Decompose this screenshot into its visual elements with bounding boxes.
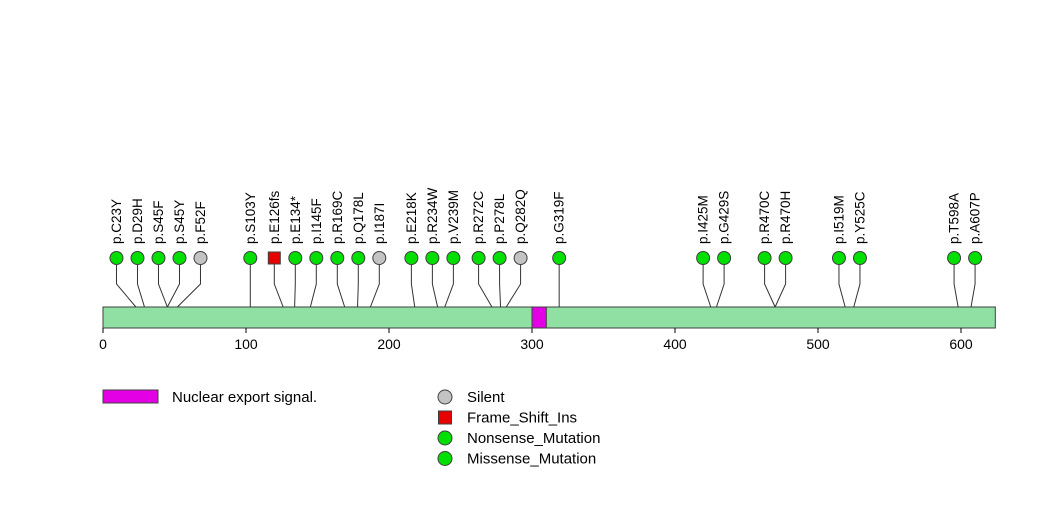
- legend-marker-nonsense_mutation: [437, 430, 453, 446]
- mutation-label: p.R470C: [757, 190, 772, 244]
- mutation-stem: [715, 264, 725, 308]
- mutation-stem: [505, 264, 522, 308]
- mutation-marker-missense_mutation: [968, 251, 983, 265]
- mutation-marker-frame_shift_ins: [267, 251, 281, 265]
- mutation-marker-missense_mutation: [831, 251, 846, 265]
- mutation-marker-missense_mutation: [330, 251, 345, 265]
- mutation-label: p.Q282Q: [513, 189, 528, 244]
- mutation-stem: [177, 264, 201, 308]
- mutation-label: p.I145F: [309, 198, 324, 244]
- mutation-label: p.R169C: [330, 190, 345, 244]
- mutation-stem: [431, 264, 439, 308]
- mutation-marker-silent: [372, 251, 387, 265]
- mutation-marker-missense_mutation: [696, 251, 711, 265]
- mutation-label: p.A607P: [968, 192, 983, 244]
- mutation-stem: [166, 264, 180, 308]
- domain-region: [531, 306, 547, 329]
- mutation-marker-missense_mutation: [109, 251, 124, 265]
- mutation-marker-missense_mutation: [778, 251, 793, 265]
- legend-type-label: Missense_Mutation: [467, 451, 596, 468]
- mutation-stem: [157, 264, 168, 308]
- mutation-label: p.R234W: [425, 187, 440, 244]
- legend-marker-frame_shift_ins: [438, 410, 452, 425]
- mutation-stem: [853, 264, 861, 308]
- mutation-stem: [499, 264, 502, 308]
- mutation-marker-nonsense_mutation: [288, 251, 303, 265]
- mutation-stem: [953, 264, 959, 308]
- mutation-stem: [838, 264, 846, 308]
- mutation-marker-missense_mutation: [947, 251, 962, 265]
- mutation-marker-missense_mutation: [351, 251, 366, 265]
- mutation-label: p.P278L: [492, 193, 507, 244]
- mutation-label: p.G319F: [552, 191, 567, 244]
- mutation-stem: [357, 264, 359, 308]
- legend-marker-silent: [437, 389, 453, 405]
- mutation-stem: [136, 264, 145, 308]
- mutation-label: p.V239M: [446, 190, 461, 244]
- mutation-stem: [410, 264, 416, 308]
- mutation-label: p.S45F: [151, 200, 166, 244]
- mutation-marker-missense_mutation: [492, 251, 507, 265]
- mutation-marker-missense_mutation: [552, 251, 567, 265]
- mutation-stem: [336, 264, 346, 308]
- mutation-label: p.E134*: [288, 195, 303, 244]
- axis-tick-label: 500: [806, 336, 830, 352]
- mutation-marker-missense_mutation: [471, 251, 486, 265]
- legend-type-label: Silent: [467, 389, 505, 406]
- mutation-stem: [774, 264, 787, 308]
- mutation-marker-missense_mutation: [757, 251, 772, 265]
- mutation-stem: [478, 264, 493, 308]
- axis-tick-label: 400: [663, 336, 687, 352]
- mutation-stem: [444, 264, 454, 308]
- mutation-stem: [294, 264, 296, 308]
- legend-domain-label: Nuclear export signal.: [172, 389, 317, 406]
- mutation-stem: [970, 264, 976, 308]
- mutation-label: p.Q178L: [351, 192, 366, 244]
- mutation-stem: [702, 264, 712, 308]
- mutation-label: p.I519M: [831, 195, 846, 244]
- mutation-label: p.I187I: [372, 203, 387, 244]
- protein-backbone: [102, 306, 996, 329]
- mutation-marker-silent: [193, 251, 208, 265]
- legend-domain-swatch: [102, 389, 159, 404]
- mutation-label: p.T598A: [947, 193, 962, 244]
- mutation-label: p.I425M: [696, 195, 711, 244]
- mutation-marker-missense_mutation: [425, 251, 440, 265]
- mutation-label: p.D29H: [130, 198, 145, 244]
- axis-tick-label: 100: [234, 336, 258, 352]
- mutation-marker-missense_mutation: [172, 251, 187, 265]
- axis-tick-label: 200: [377, 336, 401, 352]
- mutation-stem: [273, 264, 284, 308]
- mutation-label: p.G429S: [717, 191, 732, 244]
- mutation-label: p.Y525C: [852, 191, 867, 244]
- mutation-label: p.F52F: [193, 201, 208, 244]
- axis-tick-label: 300: [520, 336, 544, 352]
- mutation-marker-missense_mutation: [130, 251, 145, 265]
- mutation-marker-missense_mutation: [151, 251, 166, 265]
- mutation-label: p.C23Y: [109, 199, 124, 244]
- axis-tick-label: 600: [949, 336, 973, 352]
- mutation-label: p.R272C: [471, 190, 486, 244]
- mutation-label: p.S103Y: [243, 192, 258, 244]
- mutation-marker-silent: [513, 251, 528, 265]
- mutation-stem: [764, 264, 776, 308]
- mutation-label: p.S45Y: [172, 200, 187, 244]
- mutation-marker-missense_mutation: [446, 251, 461, 265]
- mutation-marker-missense_mutation: [404, 251, 419, 265]
- mutation-marker-missense_mutation: [309, 251, 324, 265]
- axis-tick-label: 0: [99, 336, 107, 352]
- legend-type-label: Nonsense_Mutation: [467, 430, 600, 447]
- legend-type-label: Frame_Shift_Ins: [467, 410, 577, 427]
- mutation-stem: [369, 264, 380, 308]
- mutation-marker-missense_mutation: [852, 251, 867, 265]
- mutation-stem: [115, 264, 137, 308]
- mutation-marker-missense_mutation: [243, 251, 258, 265]
- mutation-label: p.E126fs: [267, 190, 282, 244]
- mutation-stem: [309, 264, 317, 308]
- mutation-label: p.R470H: [778, 191, 793, 244]
- mutation-label: p.E218K: [404, 192, 419, 244]
- mutation-marker-missense_mutation: [717, 251, 732, 265]
- legend-marker-missense_mutation: [437, 451, 453, 466]
